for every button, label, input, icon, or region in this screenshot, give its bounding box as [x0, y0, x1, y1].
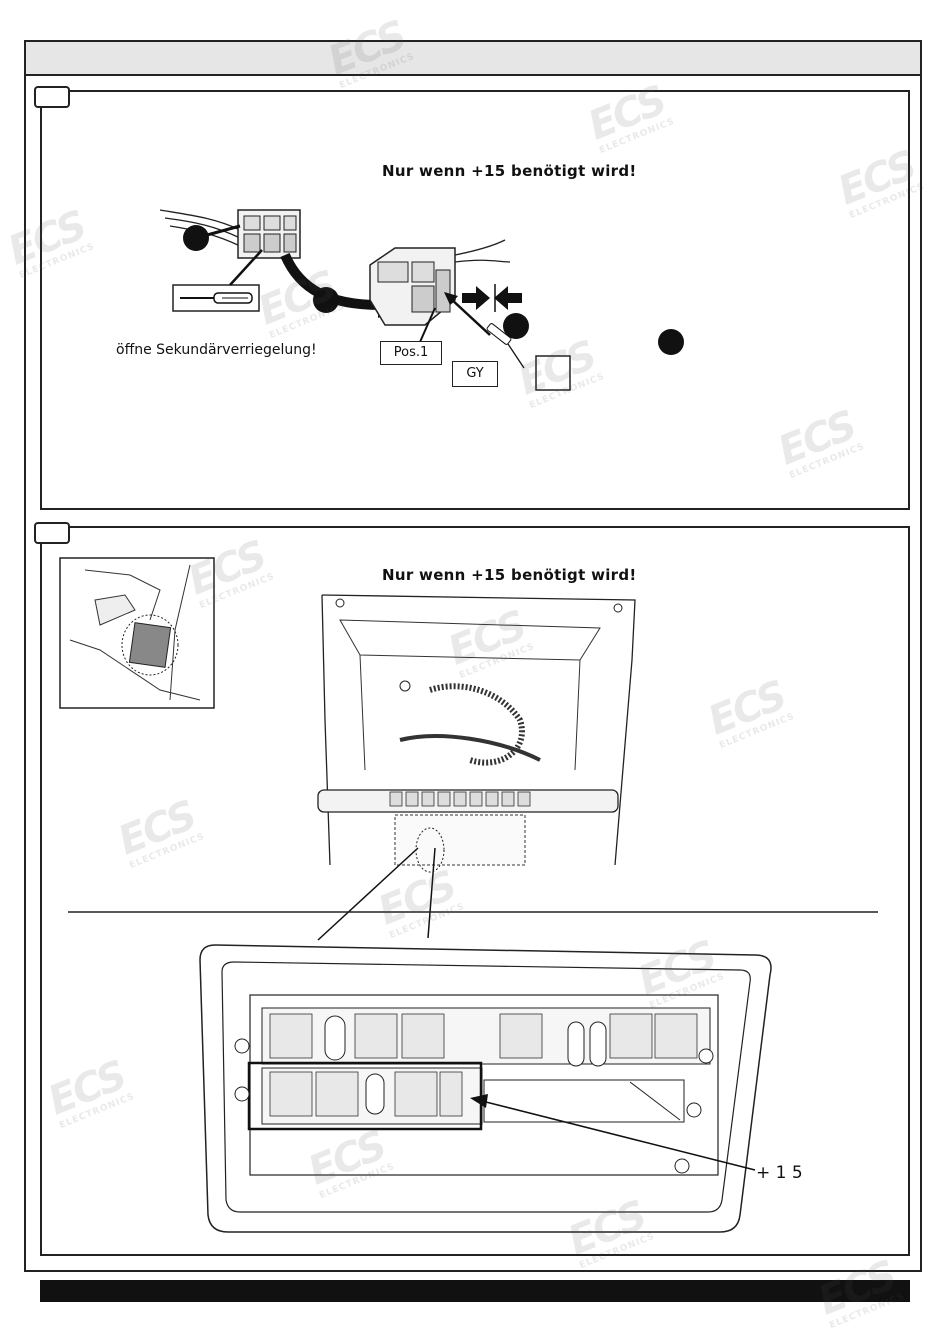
step-1-number-tab [34, 86, 70, 108]
screwdriver-icon [172, 284, 260, 312]
footer-bar [40, 1280, 910, 1302]
push-arrow-left-icon [494, 286, 522, 310]
step-1-heading: Nur wenn +15 benötigt wird! [382, 162, 637, 180]
push-arrow-right-icon [462, 286, 490, 310]
step-2-heading: Nur wenn +15 benötigt wird! [382, 566, 637, 584]
step-marker-c-icon [503, 313, 529, 339]
terminal-15-label: + 1 5 [756, 1163, 803, 1183]
open-secondary-lock-note: öffne Sekundärverriegelung! [116, 342, 317, 358]
connector-left-icon [237, 209, 301, 259]
connector-right-icon [369, 247, 456, 326]
pos-label: Pos.1 [380, 341, 442, 365]
step-marker-a-icon [183, 225, 209, 251]
step-marker-b-icon [313, 287, 339, 313]
step-2-number-tab [34, 522, 70, 544]
step-1-panel [40, 90, 910, 510]
step-2-panel [40, 526, 910, 1256]
terminal-pin-icon [486, 323, 525, 369]
empty-marker-box [535, 355, 571, 391]
header-bar [24, 40, 922, 76]
step-marker-d-icon [658, 329, 684, 355]
wire-color-label: GY [452, 361, 498, 387]
